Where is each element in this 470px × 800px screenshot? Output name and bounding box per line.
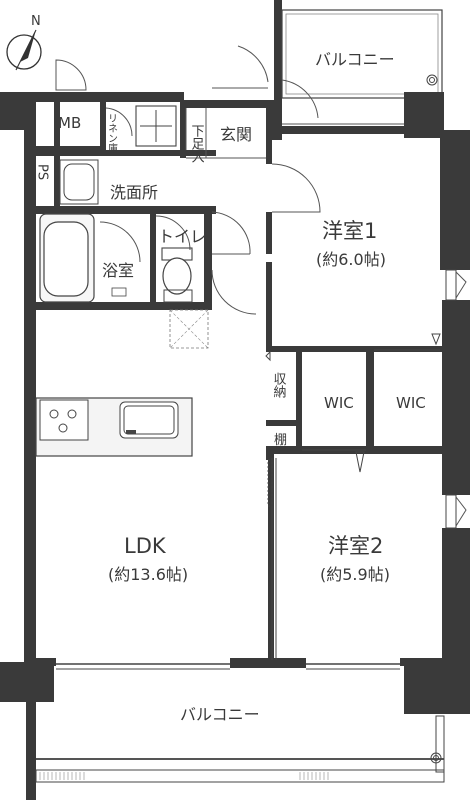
compass: N bbox=[6, 14, 42, 71]
balcony-bottom bbox=[26, 663, 445, 800]
label-ldk-size: (約13.6帖) bbox=[108, 565, 188, 584]
label-toilet: トイレ bbox=[158, 227, 206, 246]
toilet-fixture bbox=[161, 247, 193, 303]
label-linen: リネン庫 bbox=[106, 113, 118, 154]
washbasin bbox=[59, 159, 99, 205]
label-washroom: 洗面所 bbox=[110, 183, 158, 202]
label-ldk-name: LDK bbox=[124, 534, 167, 558]
label-western2-size: (約5.9帖) bbox=[320, 565, 390, 584]
label-western1-name: 洋室1 bbox=[322, 219, 377, 243]
label-western1-size: (約6.0帖) bbox=[316, 250, 386, 269]
sliding-door-rail bbox=[267, 459, 273, 507]
north-label: N bbox=[31, 14, 41, 29]
void-hatch bbox=[169, 309, 209, 349]
doors bbox=[55, 45, 441, 660]
label-wic1: WIC bbox=[324, 394, 354, 412]
bathtub bbox=[39, 213, 127, 303]
label-entrance: 玄関 bbox=[220, 125, 252, 144]
label-shoe-box: 下足入 bbox=[189, 124, 205, 163]
label-storage: 収納 bbox=[271, 372, 287, 399]
right-windows bbox=[445, 269, 467, 529]
balcony-top bbox=[274, 0, 443, 100]
label-western2-name: 洋室2 bbox=[328, 534, 383, 558]
kitchen-counter bbox=[35, 397, 193, 457]
label-balcony-top: バルコニー bbox=[315, 50, 395, 69]
label-balcony-bottom: バルコニー bbox=[180, 705, 260, 724]
label-bathroom: 浴室 bbox=[102, 261, 134, 280]
washing-machine-area bbox=[135, 105, 177, 147]
exterior-walls bbox=[0, 92, 470, 714]
label-ps: PS bbox=[35, 164, 50, 180]
label-wic2: WIC bbox=[396, 394, 426, 412]
label-mb: MB bbox=[58, 114, 81, 132]
label-shelf: 棚 bbox=[274, 433, 287, 448]
